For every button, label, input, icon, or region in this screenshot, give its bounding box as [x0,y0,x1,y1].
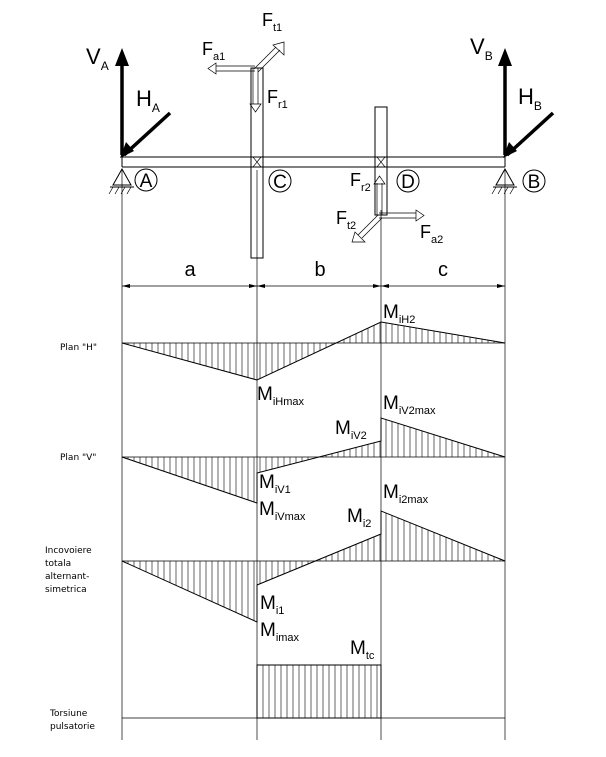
shaft [121,156,506,168]
span-c-label: c [438,259,448,281]
span-b-label: b [314,259,325,281]
fr2-label: Fr2 [350,170,371,194]
span-dimensions: a b c [122,259,505,288]
plan-v-hatching [127,419,501,502]
total-bending-hatching [127,513,501,621]
support-b [491,167,546,195]
fa1-label: Fa1 [202,39,225,63]
total-bending-label-4: simetrica [45,585,87,595]
mi2max-label: Mi2max [383,482,429,506]
span-a-label: a [184,259,196,281]
miv2max-label: MiV2max [383,393,436,417]
miv2-label: MiV2 [335,418,367,442]
gear-2-forces [351,175,425,243]
force-labels: VA HA VB HB Ft1 Fa1 Fr1 Fr2 Ft2 Fa2 [86,10,542,246]
point-c-label: C [273,172,287,193]
mimax-label: Mimax [260,620,300,644]
gear-2 [374,106,388,216]
total-bending-label-2: totala [45,559,71,569]
plan-h-label: Plan "H" [60,343,97,353]
diagram-plan-h [121,321,506,381]
point-d-label: D [401,172,415,193]
mih2-label: MiH2 [383,302,415,326]
total-bending-label-3: alternant- [45,572,89,582]
fr1-label: Fr1 [267,87,288,111]
miv1-label: MiV1 [259,472,291,496]
diagram-plan-v [121,417,506,504]
mi2-label: Mi2 [347,506,371,530]
total-bending-label-1: Incovoiere [45,546,92,556]
moment-labels: MiH2 MiHmax MiV2 MiV2max MiV1 MiVmax Mi2… [257,302,436,662]
mivmax-label: MiVmax [259,499,306,523]
torsion-label-2: pulsatorie [50,722,95,732]
side-labels: Plan "H" Plan "V" Incovoiere totala alte… [45,343,97,732]
support-a-label: A [140,171,153,192]
ft2-label: Ft2 [336,208,356,232]
ft1-label: Ft1 [262,10,282,34]
support-a [108,167,158,195]
mi1-label: Mi1 [260,593,284,617]
gear-1-forces [207,41,285,113]
va-label: VA [86,44,109,73]
fa2-label: Fa2 [420,222,443,246]
gear-1 [250,67,264,259]
diagram-total-bending [121,510,506,623]
mihmax-label: MiHmax [257,384,304,408]
diagram-torsion [122,664,505,719]
plan-h-hatching [127,322,495,380]
torsion-label-1: Torsiune [49,709,88,719]
vb-label: VB [470,34,493,63]
ha-label: HA [136,86,160,115]
torsion-hatching [262,665,378,718]
hb-label: HB [518,84,542,113]
plan-v-label: Plan "V" [60,453,96,463]
point-c-marker [268,169,292,193]
vertical-reference-lines [121,170,506,740]
support-b-label: B [528,172,541,193]
reaction-arrows [115,48,555,158]
point-d-marker [396,169,420,193]
mtc-label: Mtc [350,638,375,662]
